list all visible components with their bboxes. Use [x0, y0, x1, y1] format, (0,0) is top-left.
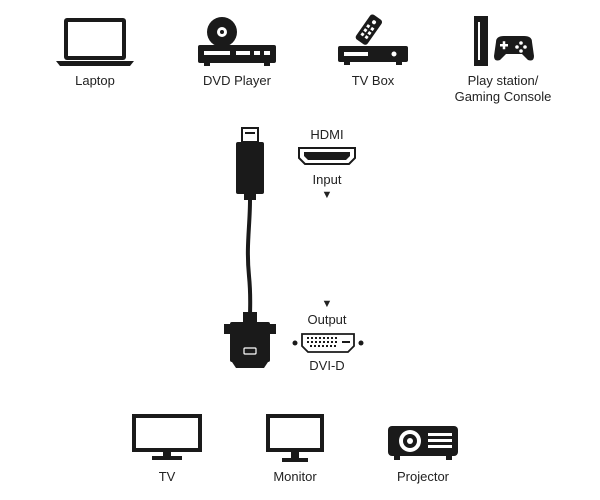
display-label-projector: Projector	[396, 469, 450, 484]
gaming-console-icon	[474, 16, 534, 66]
tv-icon	[132, 414, 202, 460]
source-label-dvd-player: DVD Player	[203, 73, 271, 88]
output-arrow-icon: ▼	[321, 298, 333, 310]
dvd-player-icon	[198, 17, 276, 66]
hdmi-connector-label: HDMI	[310, 127, 344, 142]
display-label-tv: TV	[158, 469, 176, 484]
source-label-laptop: Laptop	[75, 73, 115, 88]
hdmi-to-dvi-cable	[224, 127, 276, 368]
input-label: Input	[312, 172, 342, 187]
projector-icon	[388, 426, 458, 460]
hdmi-plug-tip	[241, 127, 259, 143]
dvi-plug-body	[230, 322, 270, 362]
hdmi-port-icon	[298, 147, 356, 165]
tv-box-icon	[338, 14, 408, 65]
dvi-d-connector-label: DVI-D	[309, 358, 345, 373]
monitor-icon	[266, 414, 324, 462]
source-label-gaming-console: Play station/ Gaming Console	[454, 73, 552, 104]
laptop-icon	[56, 18, 134, 66]
cable-wire	[245, 199, 253, 319]
input-arrow-icon: ▼	[321, 189, 333, 201]
hdmi-plug-body	[236, 142, 264, 194]
dvi-d-port-icon	[292, 333, 364, 353]
source-label-tv-box: TV Box	[351, 73, 395, 88]
output-label: Output	[307, 312, 347, 327]
display-label-monitor: Monitor	[273, 469, 317, 484]
